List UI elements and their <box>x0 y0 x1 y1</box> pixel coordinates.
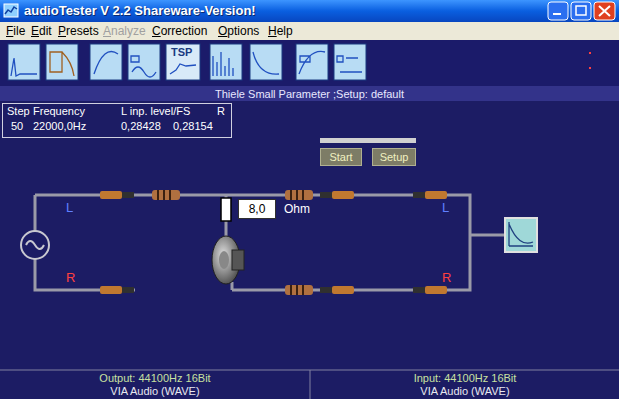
start-button: Start <box>320 148 362 166</box>
channel-label: L <box>442 200 449 215</box>
node-text: Input: 44100Hz 16Bit <box>414 372 517 385</box>
readout-value: 50 <box>11 120 23 133</box>
channel-label: L <box>66 200 73 215</box>
readout-value: 0,28428 <box>121 120 161 133</box>
menu-item: File <box>6 24 25 38</box>
title-bar <box>0 0 619 22</box>
minimize-button <box>548 2 568 20</box>
menu-bar <box>0 22 619 40</box>
readout-value: 22000,0Hz <box>33 120 86 133</box>
column-header: R <box>217 105 225 118</box>
node-text: Thiele Small Parameter ;Setup: default <box>215 87 404 101</box>
toolbar <box>0 40 619 86</box>
node-text: VIA Audio (WAVE) <box>110 385 199 398</box>
node-text: Output: 44100Hz 16Bit <box>99 372 210 385</box>
close-button <box>594 2 615 20</box>
window-title: audioTester V 2.2 Shareware-Version! <box>24 3 256 18</box>
load-resistor <box>221 198 231 221</box>
node-text: Start <box>329 150 352 164</box>
main-panel <box>0 86 619 370</box>
column-header: L inp. level/FS <box>121 105 190 118</box>
status-divider <box>310 370 311 399</box>
close-glyph <box>599 6 610 16</box>
status-bar <box>0 370 619 399</box>
signal-generator <box>21 231 49 259</box>
app-icon-graph <box>5 7 17 14</box>
resistor-symbols <box>152 190 313 295</box>
output-status: Output: 44100Hz 16BitVIA Audio (WAVE) <box>0 371 310 399</box>
setup-button: Setup <box>372 148 416 166</box>
measurement-readout: StepFrequency L inp. level/FS R 50 22000,0Hz… <box>2 103 232 138</box>
node-text: 8,0 <box>249 202 266 216</box>
menu-item: Help <box>268 24 293 38</box>
sine-symbol <box>26 241 44 249</box>
maximize-glyph <box>576 6 586 15</box>
resistance-field: 8,0 <box>238 199 276 219</box>
minimize-glyph <box>553 13 561 15</box>
icon-caption: TSP <box>171 46 192 58</box>
unit-label: Ohm <box>284 202 310 216</box>
node-text: Setup <box>380 150 409 164</box>
column-header: Step <box>7 105 30 118</box>
app-icon <box>4 4 18 17</box>
loudspeaker <box>212 236 244 284</box>
wires <box>35 195 505 290</box>
input-status: Input: 44100Hz 16BitVIA Audio (WAVE) <box>311 371 619 399</box>
menu-item: Options <box>218 24 259 38</box>
rca-plugs <box>100 191 447 294</box>
readout-value: 0,28154 <box>173 120 213 133</box>
channel-label: R <box>442 270 451 285</box>
menu-item-disabled: Analyze <box>103 24 146 38</box>
analyzer-graph <box>509 222 533 246</box>
column-header: Frequency <box>33 105 85 118</box>
channel-label: R <box>66 270 75 285</box>
status-border <box>0 370 619 371</box>
menu-item: Correction <box>152 24 207 38</box>
progress-bar <box>320 138 416 143</box>
resistor-bands <box>158 190 303 295</box>
toolbar-icons <box>8 44 366 80</box>
maximize-button <box>571 2 591 20</box>
menu-item: Presets <box>58 24 99 38</box>
analyzer-icon <box>505 218 537 252</box>
mode-band: Thiele Small Parameter ;Setup: default <box>0 86 619 101</box>
node-text: VIA Audio (WAVE) <box>420 385 509 398</box>
menu-item: Edit <box>31 24 52 38</box>
